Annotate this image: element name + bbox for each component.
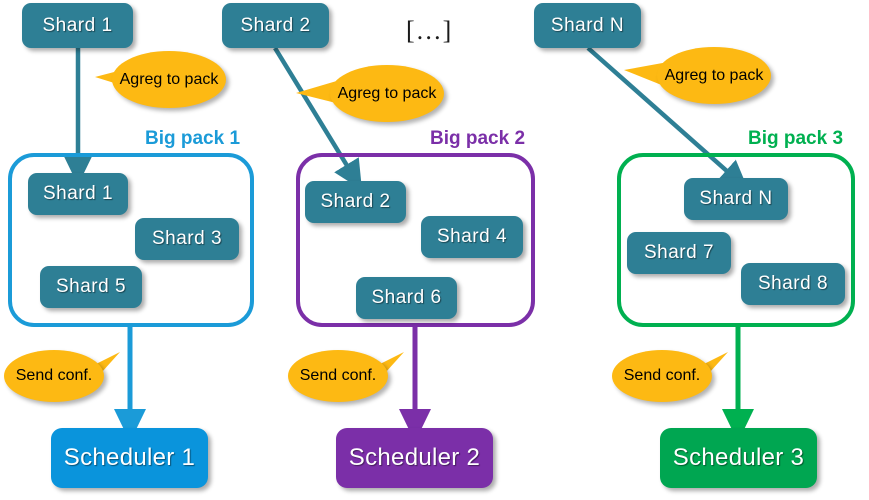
pack2-shard-4[interactable]: Shard 4	[421, 216, 523, 258]
pack-label-3: Big pack 3	[748, 128, 844, 149]
top-shard-2-label: Shard 2	[240, 14, 311, 36]
pack1-shard-1-label: Shard 1	[42, 183, 114, 205]
pack2-shard-4-label: Shard 4	[436, 226, 508, 248]
callout-agreg-1-label: Agreg to pack	[119, 70, 219, 88]
pack2-shard-6-label: Shard 6	[371, 287, 442, 309]
pack-label-1: Big pack 1	[145, 128, 241, 149]
pack2-shard-2-label: Shard 2	[320, 191, 391, 213]
scheduler-3-label: Scheduler 3	[672, 444, 805, 472]
pack-label-2: Big pack 2	[430, 128, 526, 149]
pack1-shard-3[interactable]: Shard 3	[135, 218, 239, 260]
callout-agreg-2-label: Agreg to pack	[337, 84, 437, 102]
pack2-shard-6[interactable]: Shard 6	[356, 277, 457, 319]
pack3-shard-7[interactable]: Shard 7	[627, 232, 731, 274]
callout-send-1-label: Send conf.	[15, 367, 93, 385]
callout-send-2-label: Send conf.	[299, 367, 377, 385]
pack3-shard-7-label: Shard 7	[643, 242, 715, 264]
pack-box-2[interactable]	[296, 153, 535, 327]
scheduler-3[interactable]: Scheduler 3	[660, 428, 817, 488]
callout-agreg-to-pack-3[interactable]: Agreg to pack	[657, 47, 771, 104]
pack2-shard-2[interactable]: Shard 2	[305, 181, 406, 223]
top-shard-n-label: Shard N	[550, 14, 625, 36]
pack3-shard-n-label: Shard N	[699, 188, 773, 210]
scheduler-1[interactable]: Scheduler 1	[51, 428, 208, 488]
callout-send-conf-2[interactable]: Send conf.	[288, 350, 388, 402]
top-shard-1-label: Shard 1	[42, 14, 113, 36]
pack1-shard-1[interactable]: Shard 1	[28, 173, 128, 215]
callout-send-conf-3[interactable]: Send conf.	[612, 350, 712, 402]
callout-send-conf-1[interactable]: Send conf.	[4, 350, 104, 402]
callout-send-3-label: Send conf.	[623, 367, 701, 385]
callout-agreg-to-pack-1[interactable]: Agreg to pack	[112, 51, 226, 108]
pack-box-3[interactable]	[617, 153, 855, 327]
top-shard-1[interactable]: Shard 1	[22, 3, 133, 48]
pack3-shard-8-label: Shard 8	[757, 273, 829, 295]
ellipsis-marker: […]	[406, 16, 453, 45]
scheduler-2-label: Scheduler 2	[348, 444, 481, 472]
pack-box-1[interactable]	[8, 153, 254, 327]
top-shard-n[interactable]: Shard N	[534, 3, 641, 48]
pack3-shard-8[interactable]: Shard 8	[741, 263, 845, 305]
pack1-shard-5[interactable]: Shard 5	[40, 266, 142, 308]
callout-agreg-3-label: Agreg to pack	[664, 66, 764, 84]
pack3-shard-n[interactable]: Shard N	[684, 178, 788, 220]
pack1-shard-3-label: Shard 3	[151, 228, 223, 250]
scheduler-2[interactable]: Scheduler 2	[336, 428, 493, 488]
scheduler-1-label: Scheduler 1	[63, 444, 196, 472]
top-shard-2[interactable]: Shard 2	[222, 3, 329, 48]
callout-agreg-to-pack-2[interactable]: Agreg to pack	[330, 65, 444, 122]
pack1-shard-5-label: Shard 5	[55, 276, 127, 298]
